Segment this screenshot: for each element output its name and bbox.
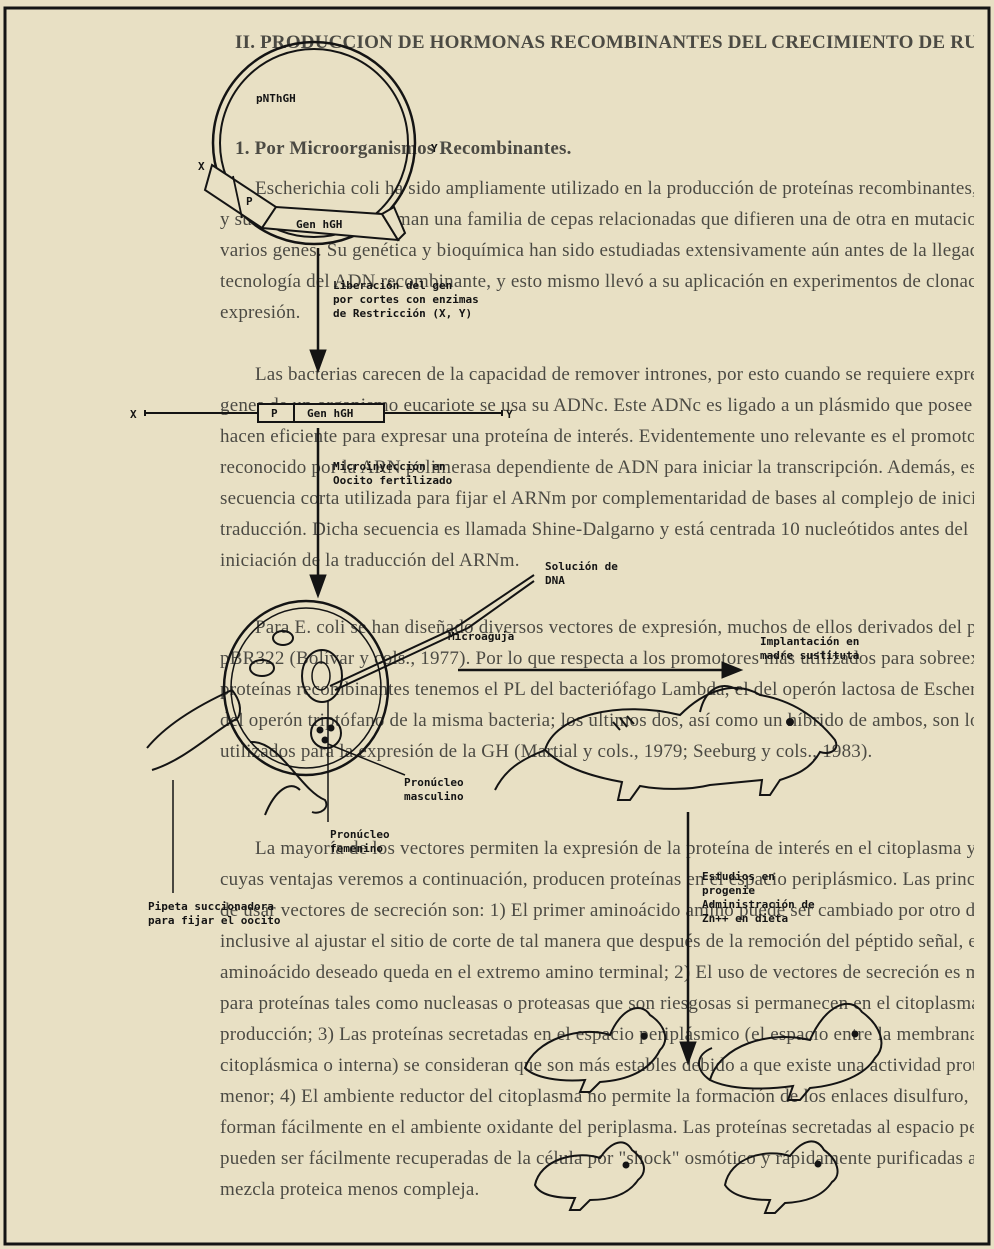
page-text-line: secuencia corta utilizada para fijar el … [220, 488, 974, 510]
page-text-line: y sus derivados conforman una familia de… [220, 209, 974, 231]
page-text-line: La mayoría de los vectores permiten la e… [255, 838, 974, 860]
page-text-line: producción; 3) Las proteínas secretadas … [220, 1024, 974, 1046]
page-text-line: Las bacterias carecen de la capacidad de… [255, 364, 974, 386]
page-text-line: pBR322 (Bolívar y cols., 1977). Por lo q… [220, 648, 974, 670]
page-text-line: citoplásmica o interna) se consideran qu… [220, 1055, 974, 1077]
page-text-line: reconocido por la ARN polimerasa dependi… [220, 457, 974, 479]
page-text-line: de usar vectores de secreción son: 1) El… [220, 900, 974, 922]
page-text-line: forman fácilmente en el ambiente oxidant… [220, 1117, 974, 1139]
page-text-line: utilizados para la expresión de la GH (M… [220, 741, 974, 763]
page-text-line: del operón triptófano de la misma bacter… [220, 710, 974, 732]
page-text-line: iniciación de la traducción del ARNm. [220, 550, 974, 572]
page-text-line: expresión. [220, 302, 974, 324]
page-text-line: traducción. Dicha secuencia es llamada S… [220, 519, 974, 541]
page-text-line: cuyas ventajas veremos a continuación, p… [220, 869, 974, 891]
page-text-line: Para E. coli se han diseñado diversos ve… [255, 617, 974, 639]
page-text-line: proteínas recombinantes tenemos el PL de… [220, 679, 974, 701]
page-text-line: varios genes. Su genética y bioquímica h… [220, 240, 974, 262]
page-text-line: aminoácido deseado queda en el extremo a… [220, 962, 974, 984]
page-text-line: genes de un organismo eucariote se usa s… [220, 395, 974, 417]
page-text-line: Escherichia coli ha sido ampliamente uti… [255, 178, 974, 200]
page-text-line: tecnología del ADN recombinante, y esto … [220, 271, 974, 293]
page-text-line: II. PRODUCCION DE HORMONAS RECOMBINANTES… [235, 32, 974, 54]
page-text-line: mezcla proteica menos compleja. [220, 1179, 974, 1201]
page-text-line: pueden ser fácilmente recuperadas de la … [220, 1148, 974, 1170]
page-text-line: inclusive al ajustar el sitio de corte d… [220, 931, 974, 953]
page-text-line: hacen eficiente para expresar una proteí… [220, 426, 974, 448]
page-text-line: 1. Por Microorganismos Recombinantes. [235, 138, 974, 160]
page-text-line: menor; 4) El ambiente reductor del citop… [220, 1086, 974, 1108]
page-text-line: para proteínas tales como nucleasas o pr… [220, 993, 974, 1015]
